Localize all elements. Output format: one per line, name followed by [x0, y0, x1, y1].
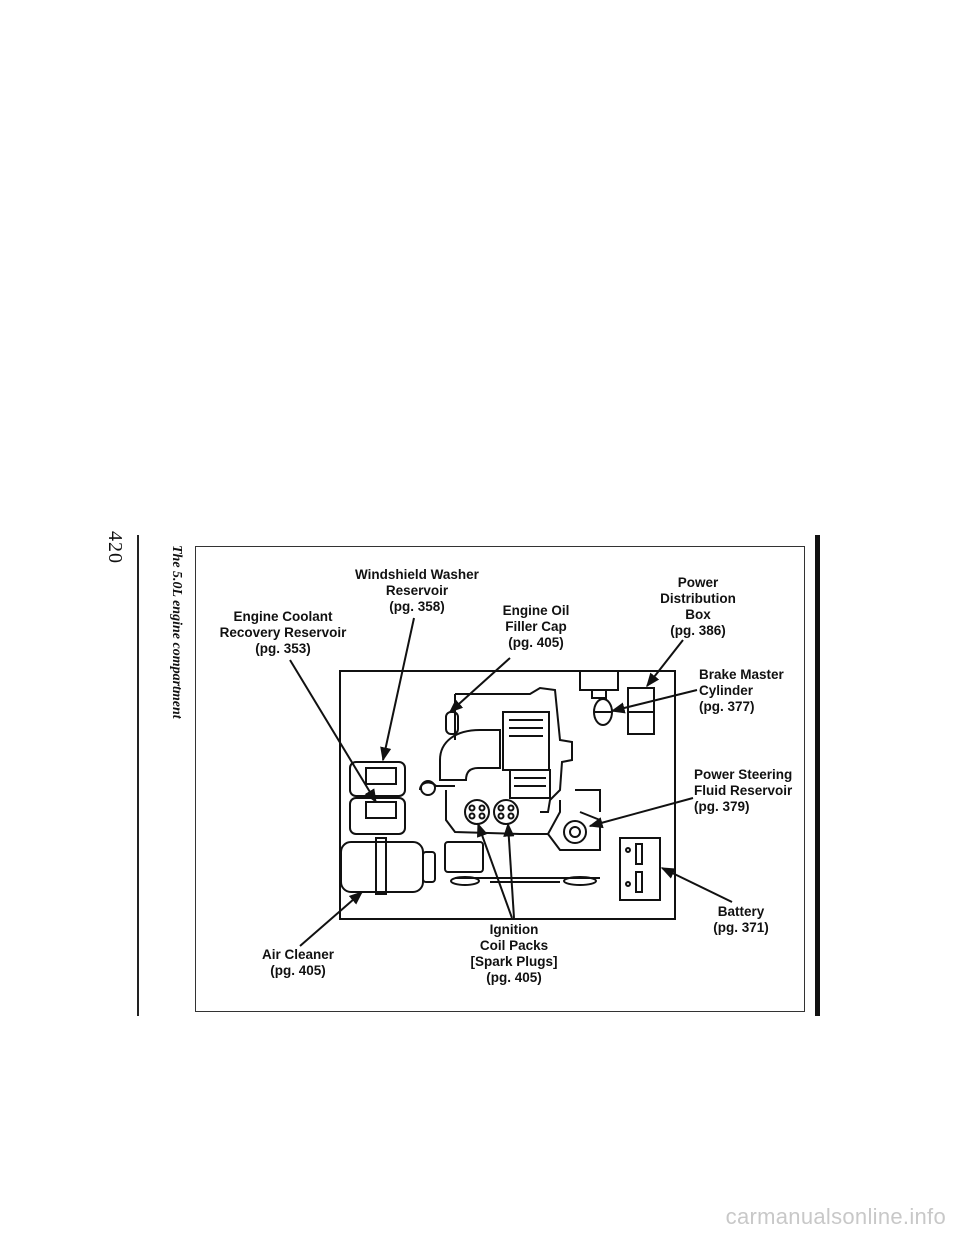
label-engine-coolant: Engine Coolant Recovery Reservoir (pg. 3…	[205, 609, 361, 657]
label-line: (pg. 353)	[255, 641, 311, 656]
coil-packs	[464, 799, 519, 825]
leader-coolant	[289, 659, 377, 804]
right-rule	[815, 535, 820, 1016]
label-line: Brake Master	[699, 667, 784, 682]
leader-brake	[610, 689, 698, 714]
leader-power-steering	[588, 797, 694, 829]
label-line: (pg. 405)	[270, 963, 326, 978]
leader-washer	[380, 617, 415, 762]
label-battery: Battery (pg. 371)	[696, 904, 786, 936]
label-power-steering: Power Steering Fluid Reservoir (pg. 379)	[694, 767, 804, 815]
leader-ignition-b	[503, 822, 515, 919]
label-line: Power	[677, 575, 719, 590]
watermark: carmanualsonline.info	[725, 1204, 946, 1229]
label-line: Box	[685, 607, 711, 622]
label-line: Recovery Reservoir	[219, 625, 347, 640]
label-line: Battery	[717, 904, 765, 919]
label-line: Engine Oil	[502, 603, 570, 618]
engine-bay-outline	[339, 670, 676, 920]
label-windshield-washer: Windshield Washer Reservoir (pg. 358)	[344, 567, 490, 615]
label-line: Fluid Reservoir	[694, 783, 793, 798]
label-line: (pg. 386)	[670, 623, 726, 638]
label-line: (pg. 405)	[486, 970, 542, 985]
leader-battery	[660, 867, 733, 903]
label-line: Air Cleaner	[261, 947, 335, 962]
label-brake-master: Brake Master Cylinder (pg. 377)	[699, 667, 799, 715]
label-air-cleaner: Air Cleaner (pg. 405)	[246, 947, 350, 979]
label-line: (pg. 371)	[713, 920, 769, 935]
label-line: Filler Cap	[505, 619, 567, 634]
engine-block	[419, 686, 601, 886]
label-line: Ignition	[489, 922, 539, 937]
leader-ignition-a	[477, 822, 513, 919]
power-steering-reservoir-shape	[563, 820, 587, 844]
leader-oil	[448, 657, 511, 713]
label-line: Power Steering	[694, 767, 793, 782]
label-line: (pg. 379)	[694, 799, 750, 814]
label-line: Distribution	[660, 591, 736, 606]
air-cleaner-shape	[340, 837, 436, 895]
battery-shape	[619, 837, 661, 901]
label-line: (pg. 377)	[699, 699, 755, 714]
pdb-and-brake-shapes	[579, 671, 655, 735]
label-line: Reservoir	[385, 583, 449, 598]
left-rule	[137, 535, 139, 1016]
label-line: Coil Packs	[479, 938, 549, 953]
label-line: [Spark Plugs]	[470, 954, 558, 969]
label-power-distribution: Power Distribution Box (pg. 386)	[648, 575, 748, 639]
label-engine-oil: Engine Oil Filler Cap (pg. 405)	[488, 603, 584, 651]
label-line: Cylinder	[699, 683, 754, 698]
figure-frame	[195, 546, 805, 1012]
label-line: Windshield Washer	[355, 567, 479, 582]
label-line: Engine Coolant	[233, 609, 333, 624]
leader-air-cleaner	[299, 891, 364, 947]
label-line: (pg. 358)	[389, 599, 445, 614]
leader-lines	[289, 617, 733, 947]
leader-pdb	[646, 639, 684, 688]
label-line: (pg. 405)	[508, 635, 564, 650]
label-ignition: Ignition Coil Packs [Spark Plugs] (pg. 4…	[456, 922, 572, 986]
